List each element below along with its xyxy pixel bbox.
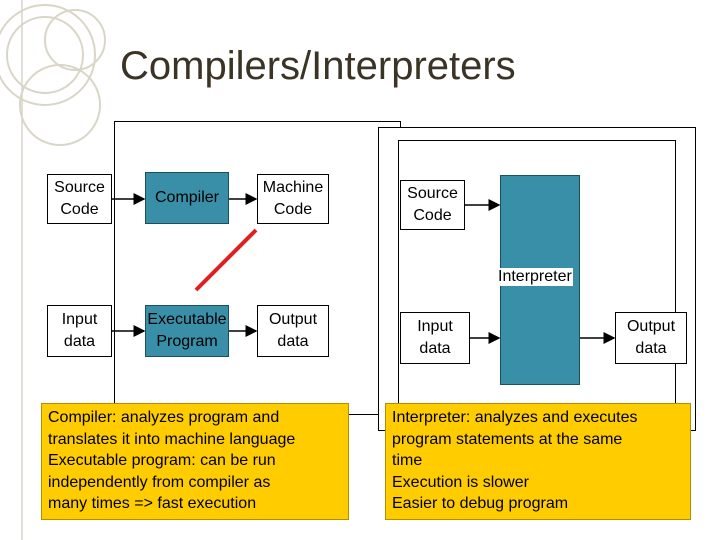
machine-to-executable-link <box>194 228 258 292</box>
executable-program-node: Executable Program <box>145 305 229 357</box>
machine-code-node: Machine Code <box>257 174 329 224</box>
compiler-note: Compiler: analyzes program and translate… <box>41 403 349 520</box>
output-data-node: Output data <box>257 305 329 357</box>
interpreter-note: Interpreter: analyzes and executes progr… <box>385 403 691 520</box>
input-data-node: Input data <box>47 305 112 357</box>
page-title: Compilers/Interpreters <box>120 44 516 88</box>
interpreter-label: Interpreter <box>497 268 573 286</box>
interpreter-output-data-node: Output data <box>615 312 687 364</box>
interpreter-input-data-node: Input data <box>400 312 470 364</box>
compiler-node: Compiler <box>145 172 229 224</box>
interpreter-source-code-node: Source Code <box>400 180 465 230</box>
source-code-node: Source Code <box>47 174 112 224</box>
